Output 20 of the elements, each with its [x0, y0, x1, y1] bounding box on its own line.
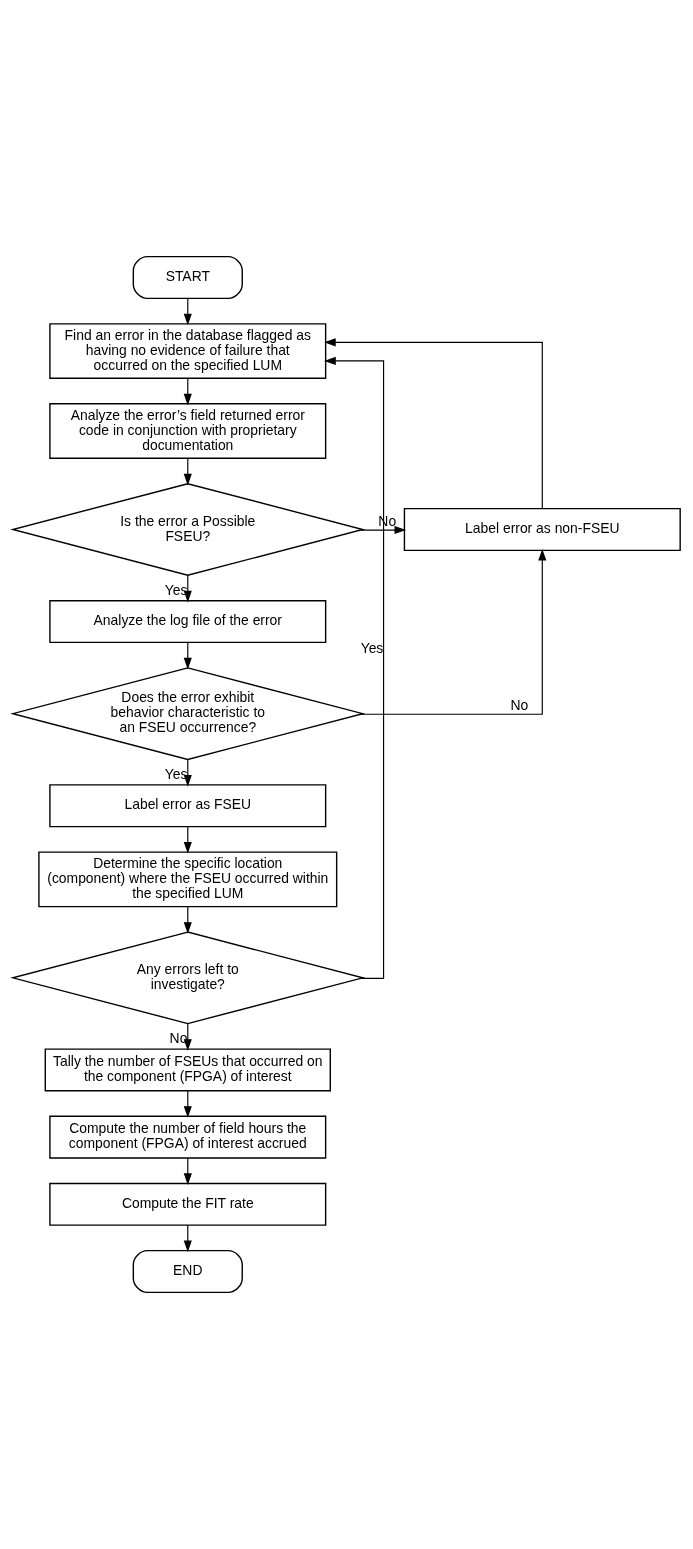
arrow — [360, 548, 547, 715]
arrow — [324, 338, 543, 509]
edge-label: Yes — [360, 639, 384, 656]
node-box: Analyze the log file of the error — [49, 600, 327, 644]
node-box: Label error as non-FSEU — [403, 507, 681, 551]
node-box: Compute the FIT rate — [49, 1182, 327, 1226]
node-diamond: Does the error exhibit behavior characteristic to an FSEU occurrence? — [10, 667, 366, 761]
node-box: START — [132, 255, 243, 300]
node-diamond: Any errors left to investigate? — [10, 931, 366, 1025]
arrow — [324, 356, 385, 979]
edge-label: No — [169, 1029, 188, 1046]
node-box: Compute the number of field hours the component (FPGA) of interest accrued — [49, 1115, 327, 1159]
node-box: Determine the specific location (component) where the FSEU occurred within the specified LUM — [38, 851, 338, 908]
edge-label: No — [510, 697, 529, 714]
arrow — [360, 526, 407, 535]
node-box: Analyze the error’s field returned error code in conjunction with proprietary documentation — [49, 403, 327, 459]
node-box: Label error as FSEU — [49, 784, 327, 828]
node-box: END — [132, 1249, 243, 1294]
node-box: Tally the number of FSEUs that occurred on the component (FPGA) of interest — [44, 1048, 331, 1092]
node-box: Find an error in the database flagged as having no evidence of failure that occurred on the specified LUM — [49, 323, 327, 379]
